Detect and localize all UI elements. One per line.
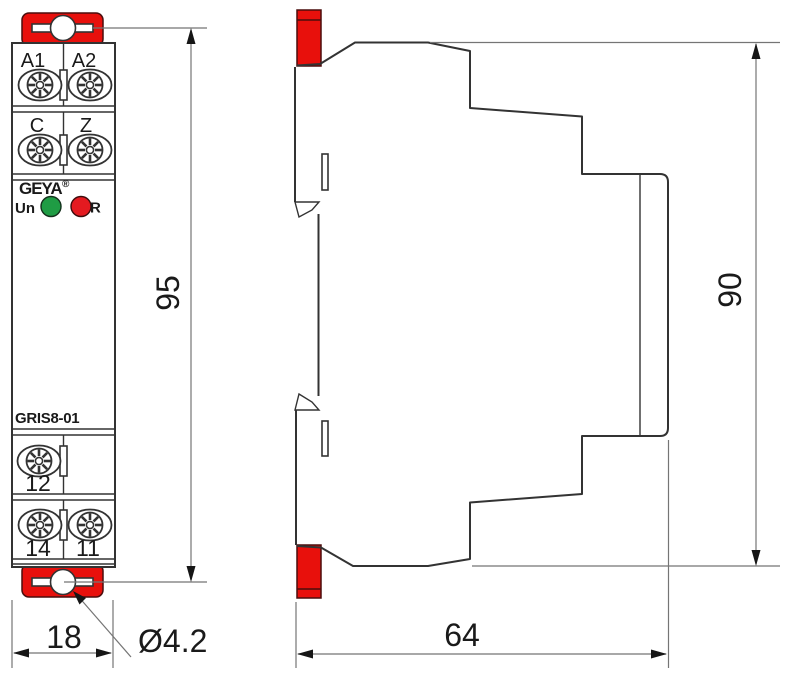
screw-a1 <box>17 68 63 102</box>
dim-height-90: 90 <box>712 272 748 308</box>
arrow-up-icon <box>186 28 196 44</box>
front-dimensions: 95 18 Ø4.2 <box>11 27 207 668</box>
screw-a2 <box>67 68 113 102</box>
label-terminal-a2: A2 <box>72 50 96 72</box>
arrow-up-icon <box>751 43 761 59</box>
leader-line-hole <box>76 594 132 658</box>
side-profile-outline <box>296 41 669 567</box>
label-led-r: R <box>90 200 101 217</box>
side-dimensions: 90 64 <box>295 41 780 668</box>
vent-slot-top <box>321 153 329 191</box>
label-led-un: Un <box>15 200 35 217</box>
power-led-green <box>40 195 62 218</box>
din-hook-bottom <box>294 392 321 411</box>
arrow-down-icon <box>751 550 761 566</box>
dim-hole-diameter: Ø4.2 <box>138 623 207 659</box>
label-terminal-11: 11 <box>76 535 100 561</box>
label-terminal-12: 12 <box>25 470 51 496</box>
side-bottom-clip <box>296 544 322 599</box>
dim-width-18: 18 <box>46 619 82 655</box>
vent-slot-bottom <box>321 420 329 457</box>
screw-c <box>17 133 63 167</box>
front-view: A1 A2 C Z 12 14 11 GEYA ® Un R GRIS8-01 <box>11 12 116 598</box>
arrow-down-icon <box>186 566 196 582</box>
arrow-right-icon <box>651 649 667 659</box>
screw-z <box>67 133 113 167</box>
arrow-right-icon <box>96 648 112 658</box>
side-view <box>294 9 669 599</box>
top-mounting-hole <box>49 14 77 42</box>
side-top-clip <box>296 9 322 67</box>
label-terminal-a1: A1 <box>21 50 45 72</box>
label-terminal-14: 14 <box>25 535 51 561</box>
dim-depth-64: 64 <box>444 617 480 653</box>
din-rail-edge <box>294 67 329 545</box>
arrow-left-icon <box>297 649 313 659</box>
din-hook-top <box>294 201 321 219</box>
leader-arrow-icon <box>73 591 86 605</box>
brand-logo: GEYA <box>19 179 62 198</box>
label-terminal-c: C <box>30 115 44 137</box>
registered-mark: ® <box>62 179 70 190</box>
model-number: GRIS8-01 <box>15 410 79 427</box>
arrow-left-icon <box>13 648 29 658</box>
label-terminal-z: Z <box>80 115 92 137</box>
dim-height-95: 95 <box>150 275 186 311</box>
relay-led-red <box>70 195 92 218</box>
